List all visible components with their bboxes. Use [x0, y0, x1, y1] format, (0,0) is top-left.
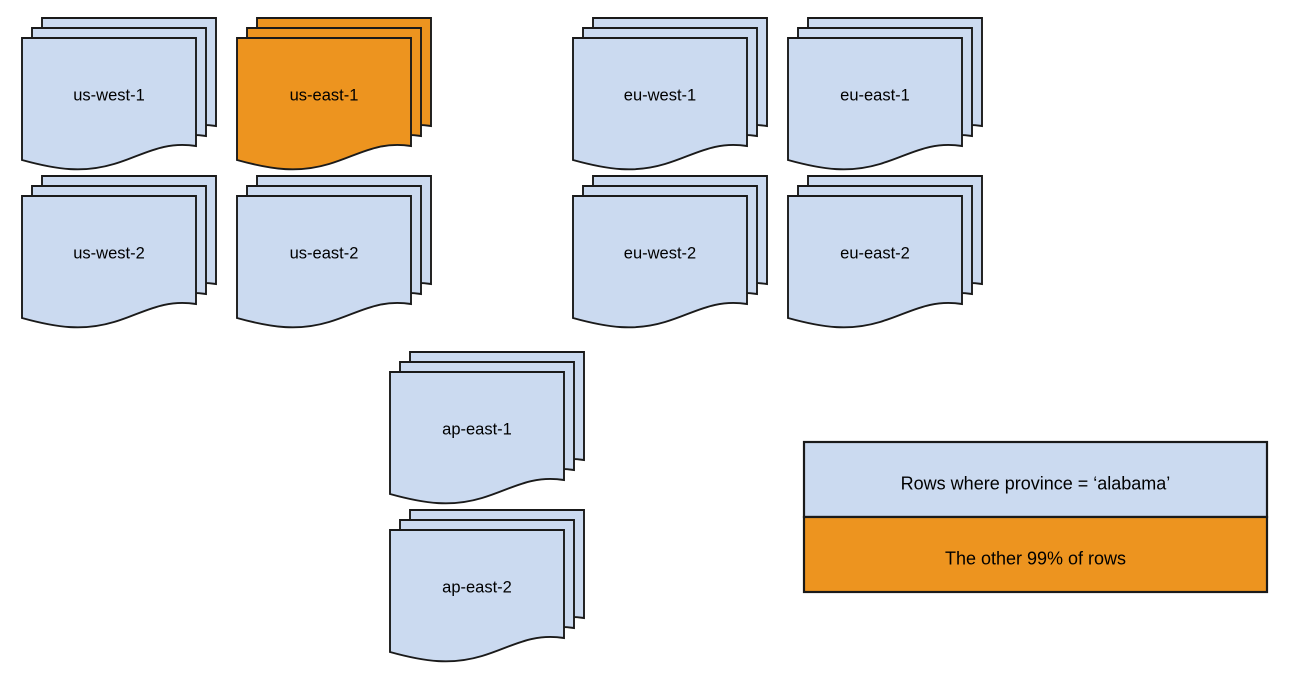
region-label-us-west-1: us-west-1	[73, 86, 145, 104]
region-label-us-east-2: us-east-2	[290, 244, 359, 262]
region-stack-ap-east-1[interactable]: ap-east-1	[389, 351, 585, 505]
region-label-eu-west-1: eu-west-1	[624, 86, 696, 104]
region-label-us-west-2: us-west-2	[73, 244, 145, 262]
region-stack-us-east-1[interactable]: us-east-1	[236, 17, 432, 171]
region-label-ap-east-1: ap-east-1	[442, 420, 512, 438]
region-stack-us-west-2[interactable]: us-west-2	[21, 175, 217, 329]
region-stack-us-west-1[interactable]: us-west-1	[21, 17, 217, 171]
region-stack-ap-east-2[interactable]: ap-east-2	[389, 509, 585, 663]
region-stack-eu-west-2[interactable]: eu-west-2	[572, 175, 768, 329]
region-stack-eu-west-1[interactable]: eu-west-1	[572, 17, 768, 171]
region-label-eu-east-2: eu-east-2	[840, 244, 910, 262]
legend-swatch-orange	[802, 515, 1269, 594]
region-label-us-east-1: us-east-1	[290, 86, 359, 104]
legend-box: Rows where province = ‘alabama’ The other…	[802, 440, 1269, 594]
region-label-eu-west-2: eu-west-2	[624, 244, 696, 262]
legend-label-legend-orange: The other 99% of rows	[945, 548, 1126, 568]
region-stack-eu-east-1[interactable]: eu-east-1	[787, 17, 983, 171]
region-stacks: us-west-1 us-east-1 eu-west-1 eu-east-1 us-w…	[21, 17, 983, 663]
region-label-ap-east-2: ap-east-2	[442, 578, 512, 596]
region-label-eu-east-1: eu-east-1	[840, 86, 910, 104]
legend-label-legend-blue: Rows where province = ‘alabama’	[901, 473, 1171, 493]
legend-swatch-blue	[802, 440, 1269, 519]
region-stack-us-east-2[interactable]: us-east-2	[236, 175, 432, 329]
region-stack-eu-east-2[interactable]: eu-east-2	[787, 175, 983, 329]
